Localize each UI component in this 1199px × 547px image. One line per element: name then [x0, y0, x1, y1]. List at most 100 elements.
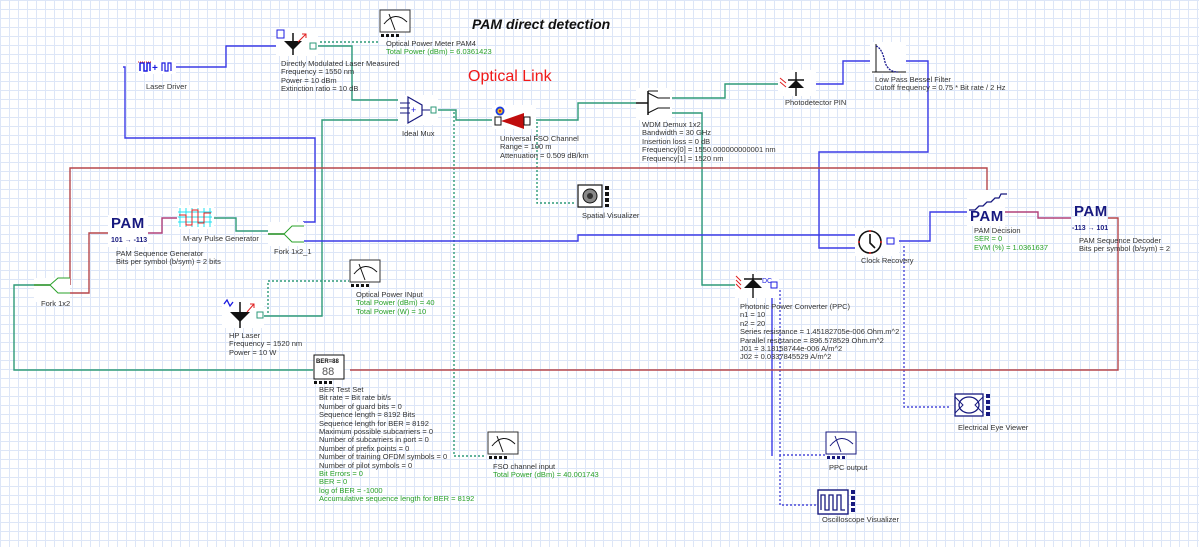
wire-pamdec-decoder[interactable] [1004, 211, 1071, 219]
param: Sequence length for BER = 8192 [319, 418, 429, 428]
wire-ppc-osc[interactable] [779, 455, 816, 506]
pam-generator-icon-text: PAM [111, 215, 145, 232]
pam-decision-icon[interactable] [967, 190, 1007, 226]
oscilloscope-icon[interactable] [817, 489, 855, 515]
spatial-visualizer-icon[interactable] [577, 184, 609, 208]
result: SER = 0 [974, 234, 1003, 244]
result: Total Power (dBm) = 40 [356, 298, 435, 308]
param: Bandwidth = 30 GHz [642, 128, 711, 138]
svg-text:88: 88 [322, 366, 334, 378]
pam-generator-icon-sub: 101 → -113 [111, 237, 148, 244]
component-name: PAM Sequence Generator [116, 249, 204, 258]
param: Number of prefix points = 0 [319, 443, 410, 453]
wire-mux-fso[interactable] [436, 109, 495, 121]
result: BER = 0 [319, 477, 348, 487]
photodetector-icon[interactable] [778, 70, 816, 96]
wire-hplaser-opm[interactable] [267, 280, 349, 313]
svg-text:+: + [152, 63, 158, 74]
wire-demux-ppc[interactable] [670, 112, 735, 286]
wire-clock-eye[interactable] [903, 246, 950, 408]
fork-1x2-icon[interactable] [34, 277, 70, 302]
laser-diode-icon[interactable] [276, 28, 318, 56]
spatial-label: Spatial Visualizer [582, 211, 640, 220]
hp-laser-icon[interactable] [222, 298, 264, 328]
component-name: WDM Demux 1x2 [642, 120, 701, 129]
ideal-mux-label: Ideal Mux [402, 129, 435, 138]
wire-fso-spatial[interactable] [536, 122, 576, 204]
component-name: Fork 1x2_1 [274, 247, 312, 256]
wire-mux-fsoinput[interactable] [453, 112, 486, 457]
fso-channel-icon[interactable] [492, 105, 536, 129]
result: EVM (%) = 1.0361637 [974, 242, 1049, 252]
component-name: Fork 1x2 [41, 299, 71, 308]
mary-pulse-icon[interactable] [178, 205, 214, 229]
eye-viewer-icon[interactable] [954, 393, 990, 417]
fork1-label: Fork 1x2_1 [274, 247, 312, 256]
fso-label: Universal FSO Channel Range = 100 m Atte… [500, 134, 589, 160]
wire-pamgen-mary[interactable] [147, 217, 177, 234]
param: Frequency = 1520 nm [229, 339, 303, 349]
fso-input-meter-icon[interactable] [487, 431, 519, 459]
param: Insertion loss = 0 dB [642, 136, 711, 146]
ppc-output-meter-icon[interactable] [825, 431, 857, 459]
wire-fork1-driver[interactable] [123, 66, 316, 223]
ppc-icon[interactable]: DC [735, 272, 779, 298]
diagram-title: PAM direct detection [472, 16, 611, 32]
clock-recovery-icon[interactable] [855, 228, 899, 256]
wire-fork1-clock[interactable] [303, 234, 855, 242]
opm-pam4-label: Optical Power Meter PAM4 Total Power (dB… [386, 39, 492, 57]
result: Total Power (dBm) = 40.001743 [493, 470, 599, 480]
param: Parallel resistance = 896.578529 Ohm.m^2 [740, 335, 884, 345]
param: Frequency = 1550 nm [281, 67, 355, 77]
param: Bits per symbol (b/sym) = 2 bits [116, 257, 221, 267]
wire-dml-mux[interactable] [317, 45, 398, 101]
wire-mary-fork1[interactable] [213, 217, 268, 232]
pam-decoder-icon-sub: -113 → 101 [1072, 225, 1109, 232]
component-name: Electrical Eye Viewer [958, 423, 1029, 432]
param: Power = 10 W [229, 347, 277, 357]
param: Maximum possible subcarriers = 0 [319, 427, 433, 437]
osc-label: Oscilloscope Visualizer [822, 515, 899, 524]
wire-demux-pin[interactable] [670, 83, 778, 99]
param: n1 = 10 [740, 310, 766, 320]
wire-decoder-ber[interactable] [350, 217, 1119, 371]
ideal-mux-icon[interactable]: + [398, 95, 438, 125]
wire-clock-pamdec[interactable] [895, 211, 967, 242]
optical-power-meter-input-icon[interactable] [349, 259, 381, 287]
power-meter-icon[interactable] [379, 9, 411, 37]
component-name: PAM Decision [974, 226, 1021, 235]
wire-fork0-pamdec[interactable] [69, 167, 988, 285]
param: n2 = 20 [740, 318, 766, 328]
mary-label: M-ary Pulse Generator [183, 234, 259, 243]
wire-driver-dml[interactable] [176, 45, 276, 68]
component-name: Spatial Visualizer [582, 211, 640, 220]
component-name: Photonic Power Converter (PPC) [740, 302, 851, 311]
opm-input-label: Optical Power INput Total Power (dBm) = … [356, 290, 435, 316]
wire-fso-demux[interactable] [535, 102, 636, 121]
param: Cutoff frequency = 0.75 * Bit rate / 2 H… [875, 83, 1006, 93]
component-name: Ideal Mux [402, 129, 435, 138]
component-name: Laser Driver [146, 82, 187, 91]
param: Attenuation = 0.509 dB/km [500, 150, 589, 160]
wire-hplaser-mux[interactable] [263, 119, 398, 317]
pam-generator-icon[interactable] [108, 215, 148, 247]
wdm-demux-icon[interactable] [636, 88, 672, 120]
param: Bits per symbol (b/sym) = 2 [1079, 244, 1171, 254]
param: Number of guard bits = 0 [319, 401, 402, 411]
ber-test-set-icon[interactable]: BER=88 88 [313, 354, 345, 384]
wire-bessel-clock[interactable] [818, 60, 929, 249]
fork-1x2-1-icon[interactable] [268, 222, 304, 246]
dml-label: Directly Modulated Laser Measured Freque… [281, 59, 399, 94]
wire-fork0-pamgen[interactable] [70, 232, 110, 294]
wire-pin-bessel[interactable] [815, 60, 870, 85]
optical-link-label: Optical Link [468, 68, 552, 85]
ber-label: BER Test Set Bit rate = Bit rate bit/s N… [319, 385, 474, 504]
param: Sequence length = 8192 Bits [319, 410, 416, 420]
param: Power = 10 dBm [281, 75, 337, 85]
svg-text:DC: DC [762, 278, 772, 285]
hp-laser-label: HP Laser Frequency = 1520 nm Power = 10 … [229, 331, 303, 357]
wire-ber-fork0[interactable] [13, 284, 313, 371]
bessel-filter-icon[interactable] [870, 42, 906, 74]
laser-driver-icon[interactable]: + [138, 60, 176, 74]
